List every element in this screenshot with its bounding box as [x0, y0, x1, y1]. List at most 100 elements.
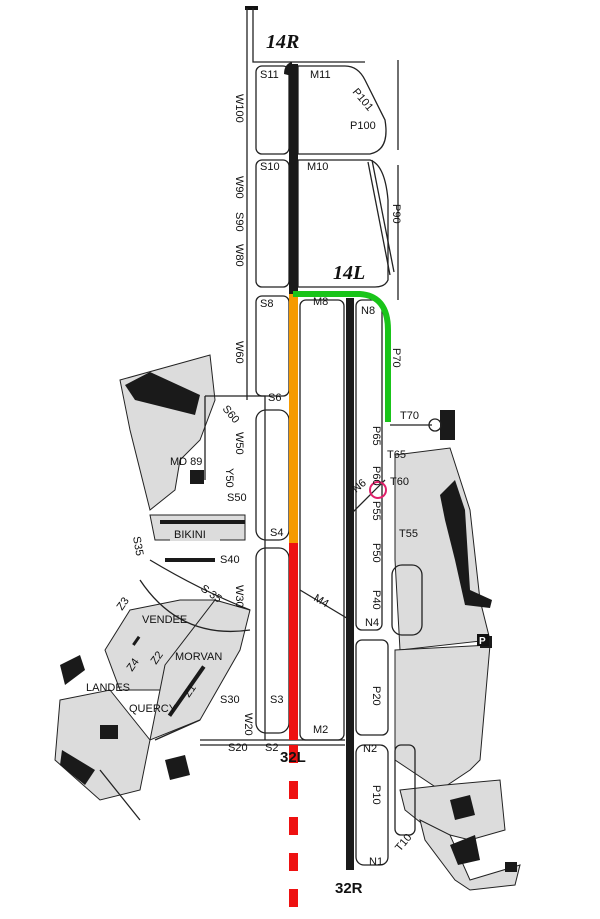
- taxiway-label: M2: [313, 724, 328, 736]
- taxiway-label: N8: [361, 305, 375, 317]
- taxiway-label: S2: [265, 742, 278, 754]
- northwest-apron: [119, 354, 216, 511]
- east-apron: [394, 447, 491, 651]
- block-m-center: [299, 299, 345, 741]
- taxiway-label: T60: [390, 476, 409, 488]
- taxiway-label: Z3: [115, 595, 132, 612]
- block-p10: [355, 744, 389, 866]
- taxiway-label: Y50: [223, 468, 235, 488]
- route-segment-green: [293, 291, 391, 422]
- runway-14R-32L-north: [289, 64, 298, 296]
- block-s4: [255, 409, 290, 541]
- bikini-label-bg: [170, 527, 220, 541]
- taxiway-label: S90: [233, 212, 245, 232]
- taxiway-s6-loop: [204, 395, 266, 740]
- position-marker[interactable]: [369, 481, 387, 499]
- taxiway-label: S35: [130, 535, 145, 556]
- taxiway-label: N2: [363, 743, 377, 755]
- runway-14R-threshold-marker: [245, 6, 258, 10]
- vendee-stand: [132, 635, 141, 646]
- taxiway-label: W100: [233, 94, 245, 123]
- taxiway-label: S8: [260, 298, 273, 310]
- taxiway-label: P60: [370, 466, 382, 486]
- runways: [284, 62, 391, 919]
- taxiway-label: P20: [370, 686, 382, 706]
- east-apron-south: [394, 644, 491, 791]
- runway-label-32R: 32R: [335, 880, 363, 897]
- taxiway-label: W50: [233, 432, 245, 455]
- building-south-2: [450, 795, 475, 820]
- taxiway-label: S6: [268, 392, 281, 404]
- terminal-east: [440, 480, 492, 608]
- area-label-quercy: QUERCY: [129, 703, 177, 715]
- taxiway-s20: [200, 739, 345, 746]
- taxiway-network: [99, 6, 442, 866]
- taxiway-n6: [349, 479, 386, 516]
- block-p20: [355, 639, 389, 736]
- taxiway-label: S11: [260, 69, 279, 81]
- runway-14L-32R: [346, 298, 354, 870]
- building-landes-2: [60, 750, 95, 785]
- taxiway-label: S3: [270, 694, 283, 706]
- taxiway-label: T55: [399, 528, 418, 540]
- taxiway-label: M4: [312, 592, 331, 610]
- block-east: [394, 744, 416, 836]
- taxiway-label: W60: [233, 341, 245, 364]
- route-segment-orange: [289, 294, 298, 544]
- building-quercy: [100, 725, 118, 739]
- building-south-3: [450, 835, 480, 865]
- block-p-north: [355, 299, 383, 631]
- taxiway-p90-link: [367, 159, 395, 276]
- taxiway-label: S50: [227, 492, 247, 504]
- taxiway-label: P65: [370, 426, 382, 446]
- block-m10: [297, 159, 389, 288]
- taxiway-label: P101: [350, 86, 376, 113]
- runway-14R-end: [284, 62, 292, 76]
- taxiway-label: W30: [233, 585, 245, 608]
- taxiway-label: M8: [313, 296, 328, 308]
- parking-label: P: [479, 636, 486, 647]
- taxiway-label: S30: [220, 694, 240, 706]
- morvan-stand: [167, 665, 206, 717]
- bikini-hangar: [160, 520, 245, 524]
- taxiway-label: S60: [220, 403, 242, 426]
- building-south-1: [165, 755, 190, 780]
- route-segment-red: [289, 543, 298, 740]
- taxiway-label: S10: [260, 161, 280, 173]
- taxiway-label: M11: [310, 69, 331, 81]
- taxiway-label: T70: [400, 410, 419, 422]
- taxiway-label: S20: [228, 742, 248, 754]
- t70-turnaround: [428, 418, 442, 432]
- area-label-morvan: MORVAN: [175, 651, 222, 663]
- parking-icon: [477, 634, 489, 646]
- taxiway-label: S4: [270, 527, 283, 539]
- building-landes-1: [60, 655, 85, 685]
- area-label-vendee: VENDEE: [142, 614, 187, 626]
- taxiway-label: W90: [233, 176, 245, 199]
- taxiway-s35: [139, 559, 251, 633]
- taxiway-label: W20: [242, 713, 254, 736]
- taxiway-label: P10: [370, 785, 382, 805]
- building-md89: [190, 470, 204, 484]
- area-label-bikini: BIKINI: [174, 529, 206, 541]
- taxiway-w: [246, 8, 365, 400]
- block-p40-east: [391, 564, 423, 636]
- taxiway-label: N1: [369, 856, 383, 868]
- area-label-landes: LANDES: [86, 682, 130, 694]
- taxiway-label: P90: [390, 204, 402, 224]
- taxiway-label: P100: [350, 120, 376, 132]
- building-south-4: [505, 862, 517, 872]
- runway-label-14R: 14R: [266, 31, 299, 53]
- taxiway-label: T65: [387, 449, 406, 461]
- hangar-s40: [165, 558, 215, 562]
- taxiway-label: M10: [307, 161, 328, 173]
- terminal-building-nw: [125, 372, 200, 415]
- buildings: [60, 372, 517, 872]
- block-m11: [297, 65, 387, 155]
- block-s10: [255, 159, 290, 288]
- taxiway-label: W80: [233, 244, 245, 267]
- taxiway-label: P70: [390, 348, 402, 368]
- taxiway-label: P55: [370, 501, 382, 521]
